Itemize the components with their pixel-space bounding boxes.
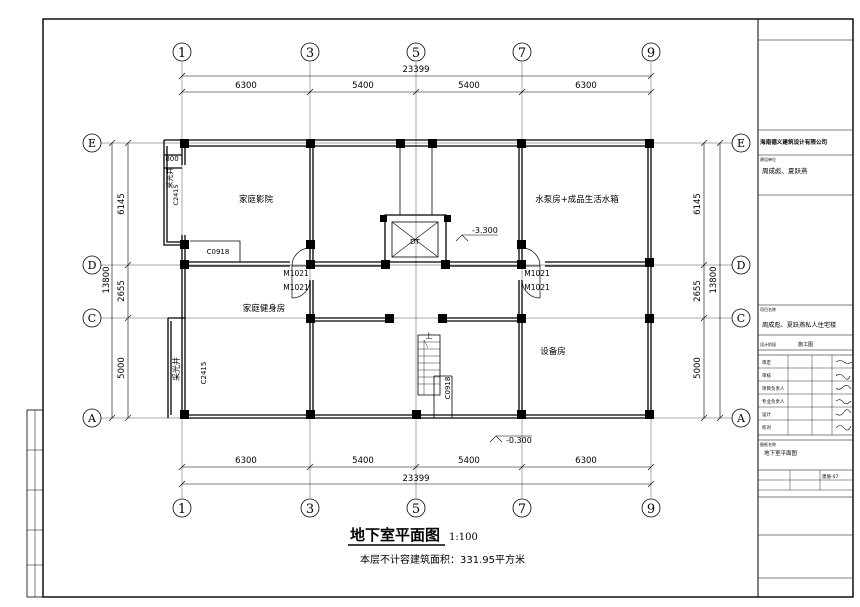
axis-bottom-7: 7 xyxy=(518,502,526,517)
axis-right-A: A xyxy=(736,412,746,425)
role-1: 审定 xyxy=(762,359,771,366)
drawing-name: 地下室平面图 xyxy=(764,449,798,457)
drawing-label: 图纸名称 xyxy=(760,441,776,447)
axis-right-C: C xyxy=(737,312,745,325)
room-light-well-top: 采光井 xyxy=(165,168,174,189)
walls xyxy=(163,139,652,419)
sheet-number: 建施-07 xyxy=(822,473,838,480)
door-tag-left-1: M1021 xyxy=(283,269,309,278)
role-4: 专业负责人 xyxy=(762,398,785,405)
dim-left-total: 13800 xyxy=(102,266,112,293)
room-gym: 家庭健身房 xyxy=(243,303,286,314)
signature-marks xyxy=(835,360,853,431)
level-bottom: -0.300 xyxy=(506,436,532,445)
door-tag-left-2: M1021 xyxy=(283,283,309,292)
axis-left-E: E xyxy=(88,137,96,150)
room-home-cinema: 家庭影院 xyxy=(239,194,274,205)
window-tag-small-1: C0918 xyxy=(207,248,230,256)
dim-top-total: 23399 xyxy=(402,65,429,75)
doors xyxy=(291,247,541,299)
project-label: 项目名称 xyxy=(760,306,776,312)
dimension-lines-top xyxy=(178,72,655,96)
stair-treads xyxy=(418,339,440,395)
role-5: 设计 xyxy=(762,411,771,418)
project-name: 周成彪、夏跃燕私人住宅楼 xyxy=(762,321,836,329)
level-main: -3.300 xyxy=(472,226,498,235)
dim-bottom-span-1: 6300 xyxy=(235,456,257,466)
width-tag-800: 800 xyxy=(165,155,178,163)
dimension-lines-right xyxy=(700,139,724,422)
window-tag-top-left: C2415 xyxy=(172,184,180,205)
axis-left-A: A xyxy=(87,412,97,425)
title-block: 海南德义建筑设计有限公司 建设单位 周成彪、夏跃燕 项目名称 周成彪、夏跃燕私人… xyxy=(757,18,854,598)
axis-bubbles-left xyxy=(82,133,102,428)
role-2: 审核 xyxy=(762,372,771,379)
dimension-lines-bottom xyxy=(178,463,655,488)
dim-bottom-span-4: 6300 xyxy=(575,456,597,466)
axis-right-E: E xyxy=(737,137,745,150)
door-tag-right-2: M1021 xyxy=(524,283,550,292)
dim-right-span-2: 2655 xyxy=(693,280,703,302)
axis-bottom-5: 5 xyxy=(412,502,420,517)
axis-top-3: 3 xyxy=(306,46,314,61)
drawing-scale: 1:100 xyxy=(449,532,478,543)
sheet-border xyxy=(42,18,854,598)
dimension-lines-left xyxy=(108,139,132,422)
axis-top-5: 5 xyxy=(412,46,420,61)
company-name: 海南德义建筑设计有限公司 xyxy=(760,138,828,146)
dim-left-span-1: 6145 xyxy=(117,193,127,215)
dim-right-total: 13800 xyxy=(709,266,719,293)
axis-left-C: C xyxy=(88,312,96,325)
dim-right-span-1: 6145 xyxy=(693,193,703,215)
axis-left-D: D xyxy=(88,259,97,272)
room-pump: 水泵房+成品生活水箱 xyxy=(535,194,619,205)
drawing-title: 地下室平面图 xyxy=(350,526,440,544)
area-note: 本层不计容建筑面积：331.95平方米 xyxy=(360,553,525,566)
dim-top-span-4: 6300 xyxy=(575,81,597,91)
axis-bottom-9: 9 xyxy=(647,502,655,517)
axis-bottom-3: 3 xyxy=(306,502,314,517)
client-label: 建设单位 xyxy=(760,156,776,162)
signature-table: 审定 审核 项目负责人 专业负责人 设计 校对 xyxy=(757,354,854,436)
elevator-tag: DT xyxy=(410,238,420,246)
client-name: 周成彪、夏跃燕 xyxy=(762,166,808,175)
stair-up-tag: 上 xyxy=(426,331,433,340)
axis-top-1: 1 xyxy=(178,46,186,61)
level-mark-bottom xyxy=(489,435,532,443)
role-6: 校对 xyxy=(762,424,771,431)
columns xyxy=(180,139,654,419)
window-tag-bottom-left: C2415 xyxy=(200,362,208,385)
door-tag-right-1: M1021 xyxy=(524,269,550,278)
grid-lines xyxy=(100,62,732,498)
stage-value: 施工图 xyxy=(798,341,813,348)
axis-bubbles-top xyxy=(172,42,661,62)
dim-bottom-total: 23399 xyxy=(402,474,429,484)
dim-bottom-span-3: 5400 xyxy=(458,456,480,466)
dim-top-span-2: 5400 xyxy=(352,81,374,91)
stage-label: 设计阶段 xyxy=(760,341,776,347)
axis-bubbles-bottom xyxy=(172,498,661,518)
dim-top-span-3: 5400 xyxy=(458,81,480,91)
axis-right-D: D xyxy=(737,259,746,272)
axis-top-9: 9 xyxy=(647,46,655,61)
room-equipment: 设备房 xyxy=(540,346,566,357)
axis-bottom-1: 1 xyxy=(178,502,186,517)
dim-left-span-2: 2655 xyxy=(117,280,127,302)
dim-right-span-3: 5000 xyxy=(693,357,703,379)
dim-left-span-3: 5000 xyxy=(117,357,127,379)
dim-top-span-1: 6300 xyxy=(235,81,257,91)
axis-bubbles-right xyxy=(731,133,751,428)
room-light-well-bottom: 采光井 xyxy=(171,357,181,381)
window-tag-small-2: C0918 xyxy=(444,377,452,400)
role-3: 项目负责人 xyxy=(762,385,785,392)
axis-top-7: 7 xyxy=(518,46,526,61)
level-mark-main xyxy=(455,234,498,242)
dim-bottom-span-2: 5400 xyxy=(352,456,374,466)
